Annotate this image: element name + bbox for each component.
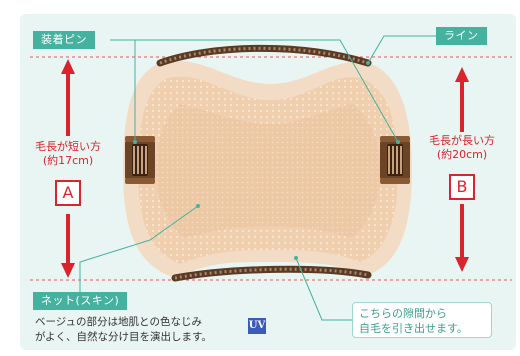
gap-callout-line2: 自毛を引き出せます。 — [359, 322, 468, 335]
left-length-text: 毛長が短い方 (約17cm) — [28, 140, 108, 168]
top-border — [156, 44, 372, 67]
bottom-border-texture — [174, 267, 369, 280]
right-clip-icon — [380, 136, 410, 184]
right-length-line1: 毛長が長い方 — [429, 134, 495, 147]
side-b-badge: B — [449, 174, 475, 200]
left-length-line1: 毛長が短い方 — [35, 140, 101, 153]
net-dot — [196, 204, 200, 208]
pin-label: 装着ピン — [33, 31, 95, 49]
right-length-line2: (約20cm) — [436, 148, 488, 161]
gap-dot — [294, 256, 298, 260]
net-description-line2: がよく、自然な分け目を演出します。 — [35, 331, 212, 343]
left-clip-icon — [125, 136, 155, 184]
net-description-line1: ベージュの部分は地肌との色なじみ — [35, 316, 202, 328]
pin-dot-right — [396, 140, 400, 144]
line-dot — [366, 61, 370, 65]
left-length-line2: (約17cm) — [42, 154, 94, 167]
uv-badge: UV — [248, 318, 266, 334]
gap-callout-line1: こちらの隙間から — [359, 307, 447, 320]
net-mesh-center — [156, 104, 380, 238]
line-label: ライン — [436, 27, 487, 45]
net-description: ベージュの部分は地肌との色なじみ がよく、自然な分け目を演出します。 — [35, 315, 247, 345]
net-label: ネット(スキン) — [33, 292, 128, 310]
pin-dot-left — [133, 140, 137, 144]
left-height-arrow — [61, 59, 75, 278]
top-border-texture — [159, 46, 369, 65]
right-length-text: 毛長が長い方 (約20cm) — [422, 134, 502, 162]
side-a-badge: A — [55, 180, 81, 206]
gap-callout: こちらの隙間から 自毛を引き出せます。 — [352, 302, 492, 338]
right-height-arrow — [455, 67, 469, 272]
leader-lines — [79, 35, 436, 321]
